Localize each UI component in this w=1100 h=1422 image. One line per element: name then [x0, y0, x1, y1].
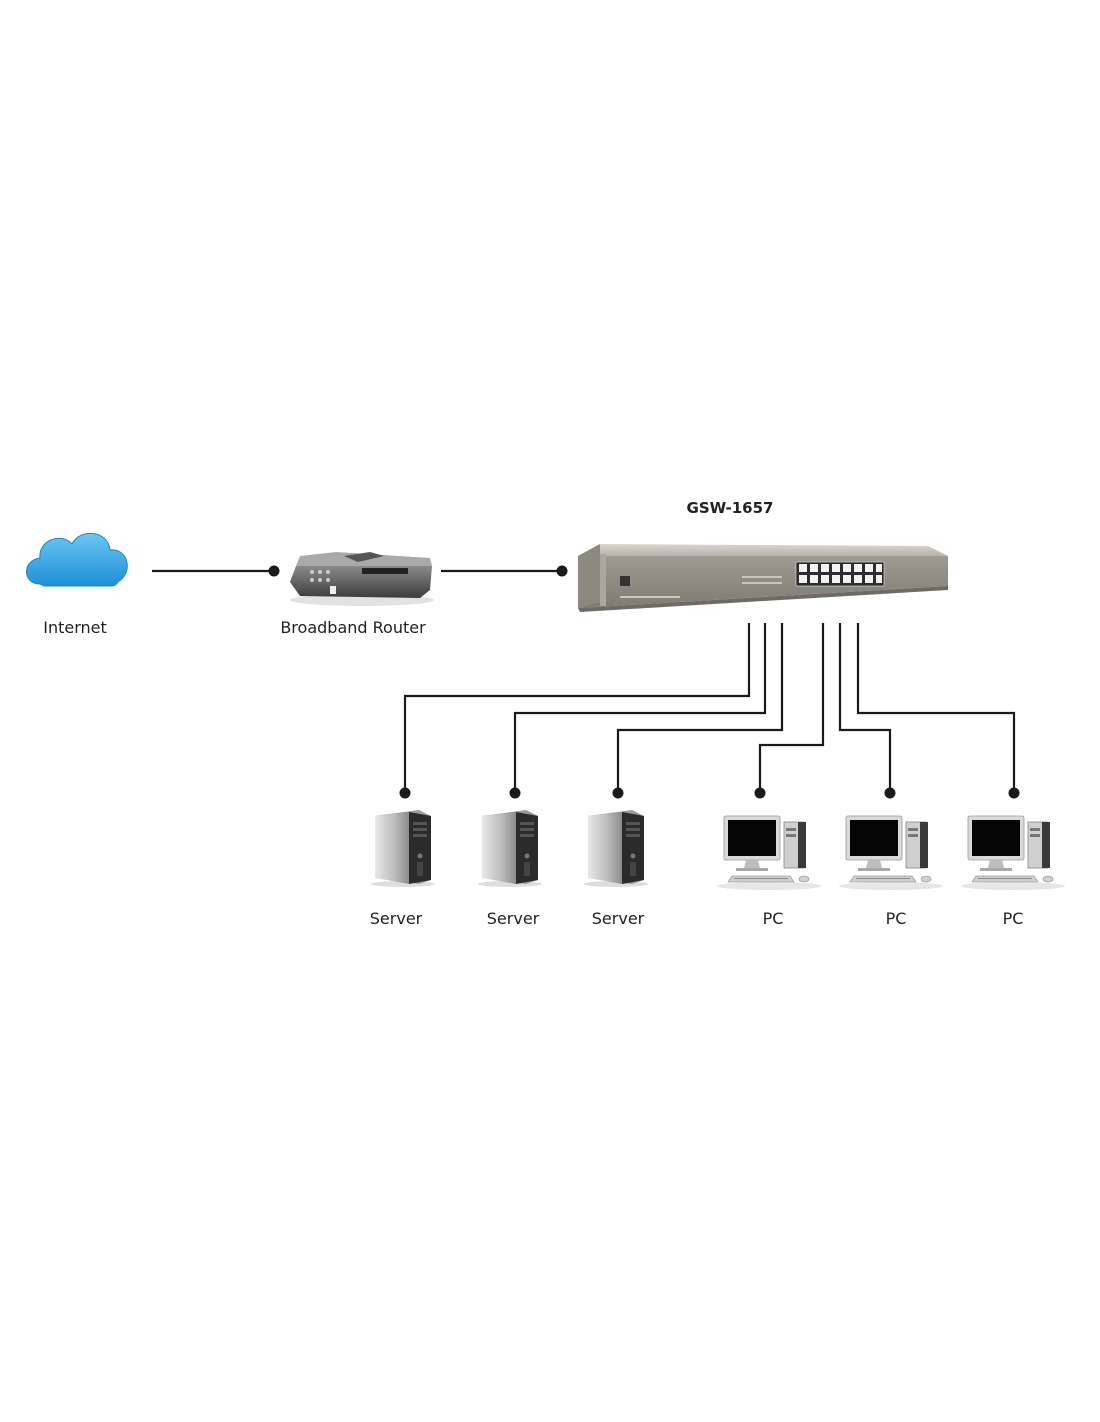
- server3-connection-dot: [612, 787, 624, 799]
- switch-server1-link: [403, 623, 751, 793]
- switch-pc3-link: [856, 623, 1016, 793]
- server-tower-icon: [478, 810, 542, 887]
- server2-label: Server: [487, 909, 540, 928]
- router-label: Broadband Router: [280, 618, 426, 637]
- desktop-computer-icon: [838, 815, 944, 891]
- switch-server2-link: [513, 623, 767, 793]
- desktop-computer-icon: [716, 815, 822, 891]
- switch-connection-dot: [556, 565, 568, 577]
- pc3-label: PC: [1003, 909, 1024, 928]
- server1-connection-dot: [399, 787, 411, 799]
- switch-pc1-link: [758, 623, 825, 793]
- router-icon: [290, 552, 434, 606]
- pc3-connection-dot: [1008, 787, 1020, 799]
- pc1-label: PC: [763, 909, 784, 928]
- server2-connection-dot: [509, 787, 521, 799]
- downlink-connections: [399, 623, 1020, 799]
- switch-pc2-link: [838, 623, 892, 793]
- cloud-icon: [26, 532, 128, 587]
- pc2-label: PC: [886, 909, 907, 928]
- server1-label: Server: [370, 909, 423, 928]
- pc1-connection-dot: [754, 787, 766, 799]
- internet-label: Internet: [43, 618, 107, 637]
- switch-model-label: GSW-1657: [687, 499, 774, 517]
- uplink-connections: [152, 565, 568, 577]
- router-connection-dot: [268, 565, 280, 577]
- switch-server3-link: [616, 623, 784, 793]
- desktop-computer-icon: [960, 815, 1066, 891]
- server3-label: Server: [592, 909, 645, 928]
- server-tower-icon: [584, 810, 648, 887]
- server-tower-icon: [371, 810, 435, 887]
- pc2-connection-dot: [884, 787, 896, 799]
- network-switch-icon: [578, 544, 948, 612]
